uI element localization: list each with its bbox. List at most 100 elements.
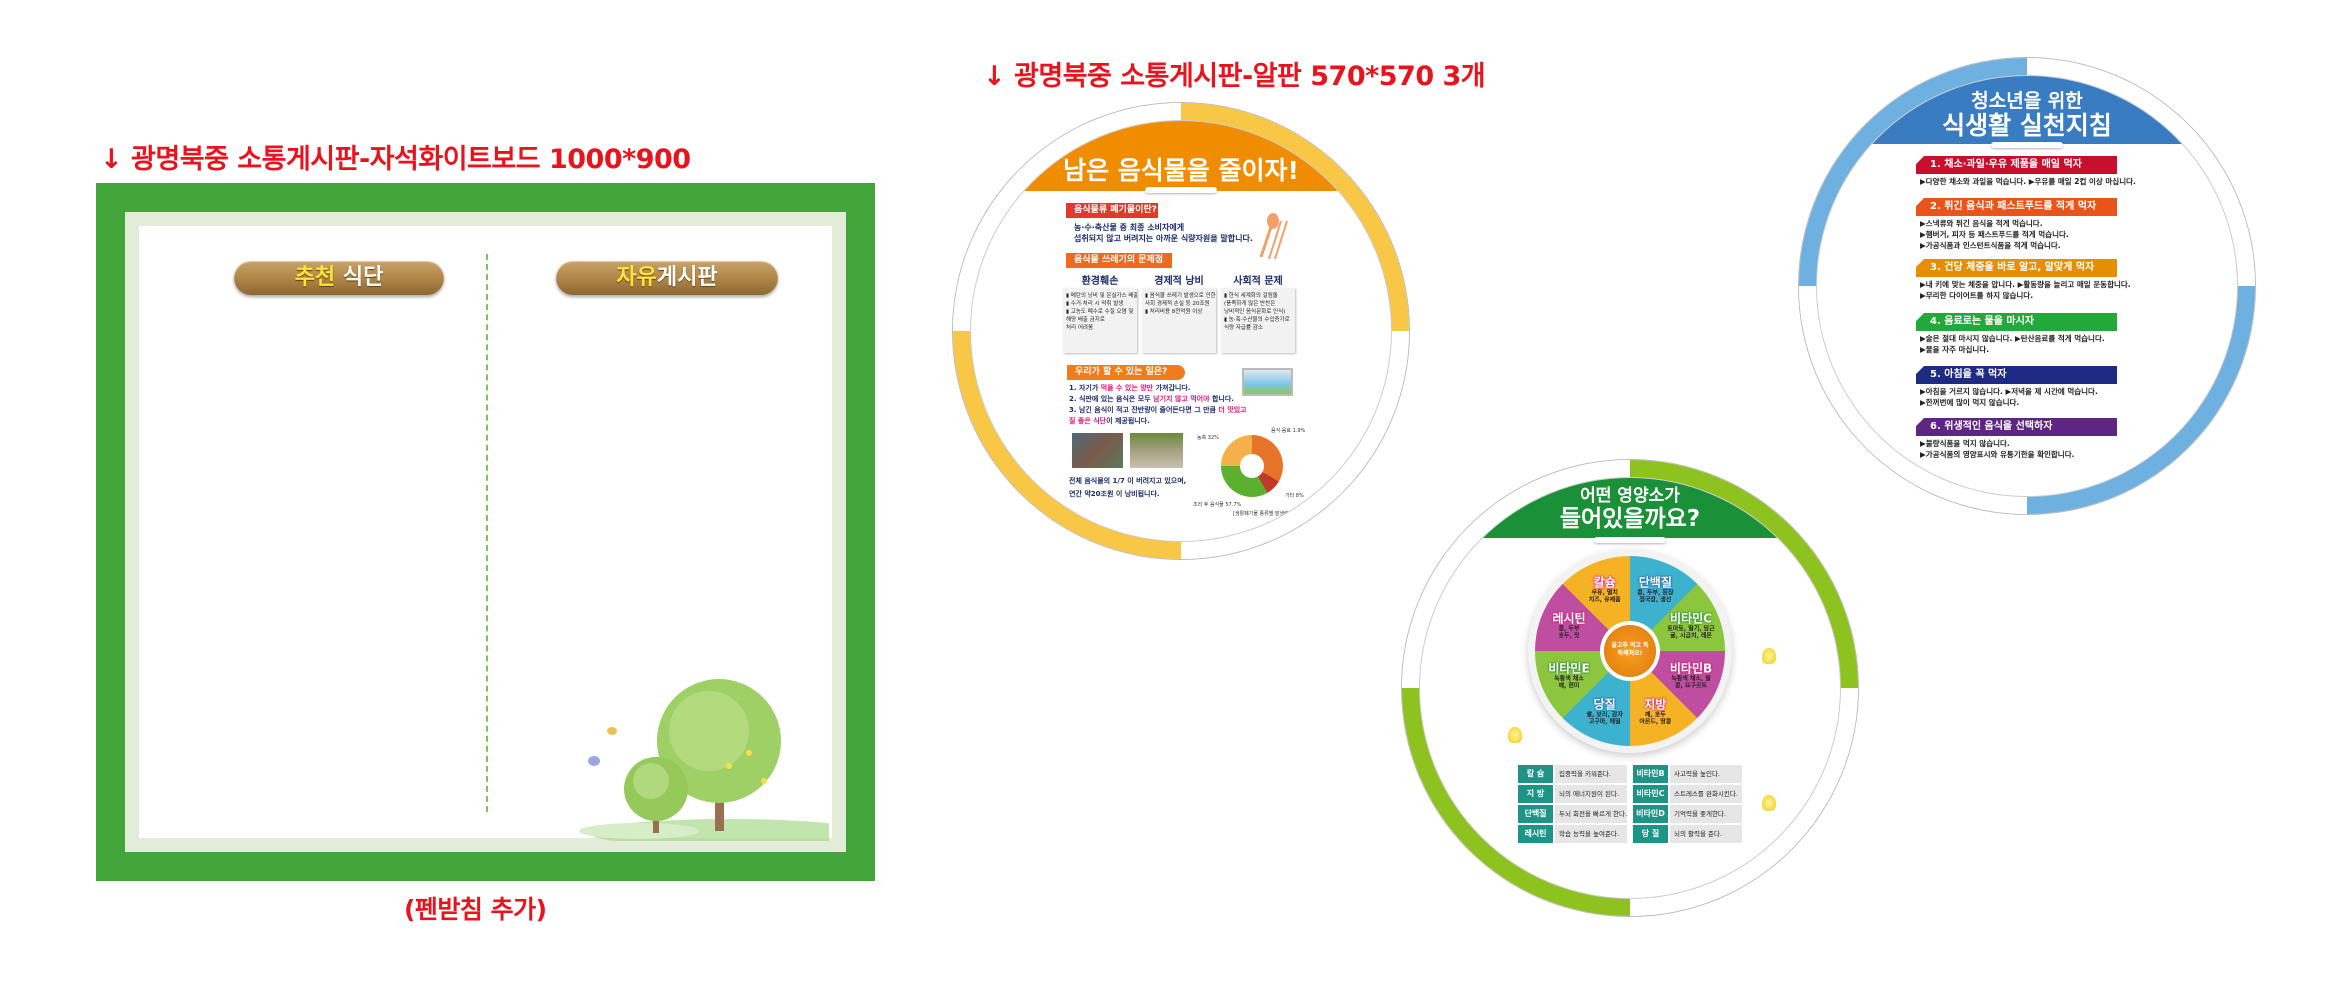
butterfly-icon [1762,648,1776,664]
guideline-line: ▶한꺼번에 많이 먹지 않습니다. [1920,398,2020,407]
chart-label: 음식·음료 1.9% [1271,428,1306,434]
spoon-chopsticks-icon [1259,213,1288,259]
plate-text: 게시판 [656,265,718,290]
nutrient-name: 지 방 [1518,785,1553,803]
problem-line: ▮ 농·축·수산물의 수입증가로 [1224,317,1290,323]
action-text: 2. 식판에 있는 음식은 모두 [1069,395,1154,403]
segment-foods: 쌀, 보리, 감자 [1586,711,1623,719]
guideline-line: ▶가공식품의 영양표시와 유통기한을 확인합니다. [1920,450,2075,459]
problem-line: 사회 경제적 손실 등 20조원 [1145,301,1210,307]
section-tag: 음식물류 폐기물이란? [1066,203,1158,218]
problem-line: (풍족하게 많은 반찬은 [1224,301,1276,307]
dietary-guidelines-board: 청소년을 위한 식생활 실천지침 1. 채소·과일·우유 제품을 매일 먹자▶다… [1799,58,2255,514]
butterfly-icon [1508,727,1522,743]
action-item: 3. 남긴 음식이 적고 잔반량이 줄어든다면 그 만큼 더 맛있고 [1069,405,1247,416]
title-pill [1145,187,1217,193]
guideline-heading: 6. 위생적인 음식을 선택하자 [1916,418,2117,436]
problem-line: ▮ 수거·처리 시 악취 발생 [1066,301,1124,307]
guideline-line: ▶무리한 다이어트를 하지 않습니다. [1920,291,2034,300]
segment-name: 비타민E [1548,661,1590,676]
footer-line: 연간 약20조원 이 낭비됩니다. [1069,490,1160,498]
dashed-divider [486,254,488,812]
title-pill [1991,142,2063,148]
segment-foods: 토마토, 딸기, 당근 [1667,625,1715,633]
segment-foods: 콩, 두부 [1558,625,1580,633]
segment-foods: 콩, 요구르트 [1675,682,1707,690]
problem-heading: 환경훼손 [1081,276,1119,287]
board-title: 청소년을 위한 식생활 실천지침 [1817,76,2237,144]
board-title: 남은 음식물을 줄이자! [971,121,1391,191]
action-text: 1. 자기가 [1069,384,1101,392]
chart-label: 조리 후 음식물 57.7% [1193,502,1242,508]
footer-line: 전체 음식물의 1/7 이 버려지고 있으며, [1069,477,1187,485]
definition-line: 농·수·축산물 중 최종 소비자에게 [1074,223,1185,232]
waste-donut-chart [1221,435,1283,497]
problem-line: ▮ 음식물 쓰레기 발생으로 인한 [1145,293,1216,299]
action-text: 3. 남긴 음식이 적고 잔반량이 줄어든다면 그 만큼 [1069,406,1219,414]
recommended-menu-plate: 추천 식단 [234,261,444,295]
segment-name: 당질 [1593,697,1616,712]
chart-label: 농축 32% [1197,435,1219,441]
problem-line: 식량 자급률 감소 [1224,325,1263,331]
magnetic-whiteboard [96,183,875,881]
segment-name: 비타민B [1669,661,1713,676]
title-line: 어떤 영양소가 [1580,486,1680,506]
guideline-line: ▶다양한 채소와 과일을 먹습니다. ▶우유를 매일 2컵 이상 마십니다. [1920,177,2136,186]
landfill-photo [1130,433,1183,468]
problem-line: ▮ 한식 세계화의 걸림돌 [1224,293,1278,299]
nutrient-name: 비타민B [1633,765,1668,783]
board-face: 남은 음식물을 줄이자! 음식물류 폐기물이란? 농·수·축산물 중 최종 소비… [971,121,1391,541]
segment-name: 지방 [1644,697,1667,712]
garbage-photo [1072,433,1123,468]
nutrient-name: 당 질 [1633,825,1668,843]
section-tag: 우리가 할 수 있는 일은? [1067,365,1185,380]
plate-text: 식단 [335,265,384,290]
nutrient-effect: 두뇌 회전을 빠르게 한다. [1555,805,1627,823]
guideline-line: ▶술은 절대 마시지 않습니다. ▶탄산음료를 적게 먹습니다. [1920,334,2105,343]
segment-name: 레시틴 [1552,611,1586,626]
guideline-line: ▶불량식품을 먹지 않습니다. [1920,439,2010,448]
segment-foods: 귤, 시금치, 레몬 [1670,632,1712,640]
guideline-line: ▶물을 자주 마십니다. [1920,345,1990,354]
problem-heading: 경제적 낭비 [1154,276,1204,287]
action-emphasis: 질 좋은 식단 [1069,417,1107,425]
nutrient-name: 레시틴 [1518,825,1553,843]
chart-label: 기타 8% [1285,493,1304,499]
guideline-heading: 3. 건당 체중을 바로 알고, 알맞게 먹자 [1916,259,2117,277]
board-face: 청소년을 위한 식생활 실천지침 1. 채소·과일·우유 제품을 매일 먹자▶다… [1817,76,2237,496]
segment-foods: 우유, 멸치 [1591,589,1618,597]
problem-box: ▮ 한식 세계화의 걸림돌 (풍족하게 많은 반찬은 낭비적인 음식문화로 인식… [1221,288,1295,353]
problem-box: ▮ 음식물 쓰레기 발생으로 인한 사회 경제적 손실 등 20조원 ▮ 처리비용… [1142,288,1216,353]
guideline-line: ▶내 키에 맞는 체중을 압니다. ▶활동량을 늘리고 매일 운동합니다. [1920,280,2131,289]
segment-foods: 녹황색 채소, 딸 [1671,675,1711,683]
segment-foods: 콩, 두부, 된장 [1637,589,1674,597]
definition-line: 섭취되지 않고 버려지는 아까운 식량자원을 말합니다. [1074,234,1253,243]
nutrient-name: 비타민D [1633,805,1668,823]
lunch-tray-image [1242,368,1293,396]
title-line: 청소년을 위한 [1971,90,2083,112]
nutrient-effect: 뇌의 에너지원이 된다. [1555,785,1627,803]
segment-name: 비타민C [1670,611,1712,626]
section-tag: 음식물 쓰레기의 문제점 [1066,253,1172,268]
action-item: 1. 자기가 먹을 수 있는 양만 가져갑니다. [1069,383,1190,394]
title-line: 식생활 실천지침 [1942,111,2112,140]
guideline-heading: 4. 음료로는 물을 마시자 [1916,313,2117,331]
problem-line: ▮ 처리비용 8천억원 이상 [1145,309,1203,315]
segment-foods: 깨, 현미 [1558,682,1580,690]
pen-tray-caption: (펜받침 추가) [404,895,547,924]
problem-box: ▮ 메탄의 낭비 및 온실가스 배출▮ 수거·처리 시 악취 발생▮ 고농도 폐… [1063,288,1137,353]
guideline-line: ▶가공식품과 인스턴트식품을 적게 먹습니다. [1920,241,2061,250]
